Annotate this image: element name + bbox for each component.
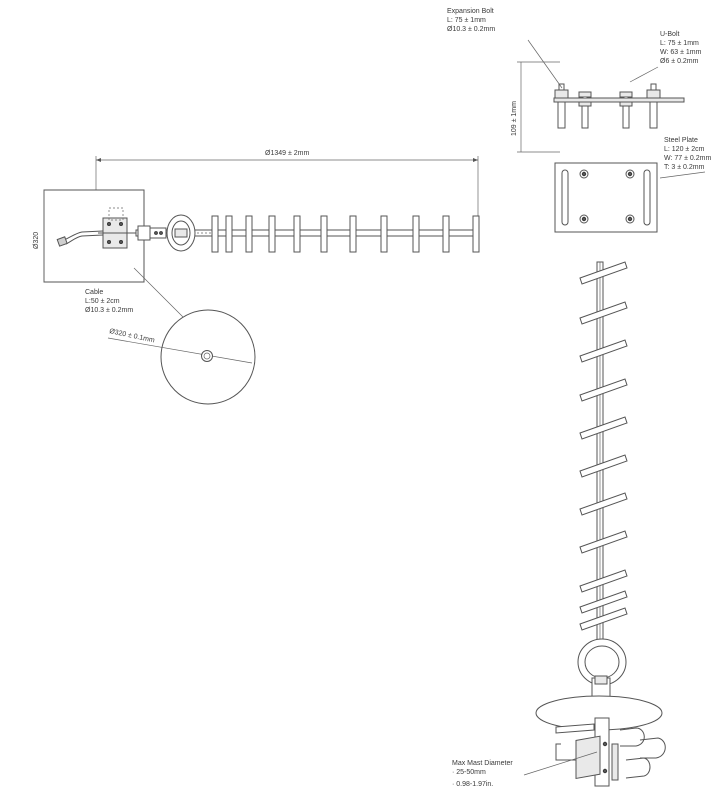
length-dimension-line [95, 156, 479, 232]
expansion-bolt-title: Expansion Bolt [447, 8, 494, 15]
mount-detail [517, 39, 706, 233]
clamp-bracket [98, 207, 138, 249]
steel-plate-length: L: 120 ± 2cm [664, 146, 705, 153]
steel-plate-width: W: 77 ± 0.2mm [664, 155, 712, 162]
plate-diameter-dimension: Ø320 [33, 231, 40, 249]
u-bolt-length: L: 75 ± 1mm [660, 40, 699, 47]
cable-length: L:50 ± 2cm [85, 298, 120, 305]
cable-title: Cable [85, 289, 104, 296]
driven-loop-element [166, 214, 196, 252]
bolt-height-dimension: 109 ± 1mm [511, 101, 518, 136]
vertical-antenna-view [523, 261, 666, 787]
steel-plate-thickness: T: 3 ± 0.2mm [664, 164, 705, 171]
side-view [43, 156, 480, 283]
mount-plate-square [43, 189, 145, 283]
length-dimension: Ø1349 ± 2mm [265, 150, 310, 157]
steel-plate [554, 162, 658, 233]
u-bolt-title: U-Bolt [660, 31, 680, 38]
expansion-bolts [554, 83, 661, 129]
cable [56, 230, 104, 247]
cable-diameter: Ø10.3 ± 0.2mm [85, 307, 134, 314]
vertical-director-elements [579, 261, 628, 631]
mast-title: Max Mast Diameter [452, 760, 513, 767]
vertical-driven-loop [577, 638, 627, 719]
mast-range-in: · 0.98-1.97in. [452, 781, 494, 788]
expansion-bolt-diameter: Ø10.3 ± 0.2mm [447, 26, 496, 33]
mast-range-mm: · 25-50mm [452, 769, 486, 776]
boom-connector [137, 225, 167, 241]
u-bolt-diameter: Ø6 ± 0.2mm [660, 58, 699, 65]
disc-detail [107, 267, 256, 405]
u-bolt [578, 63, 633, 129]
expansion-bolt-length: L: 75 ± 1mm [447, 17, 486, 24]
director-elements [211, 215, 480, 253]
u-bolt-width: W: 63 ± 1mm [660, 49, 702, 56]
mast-clamp [523, 717, 666, 787]
steel-plate-title: Steel Plate [664, 137, 698, 144]
